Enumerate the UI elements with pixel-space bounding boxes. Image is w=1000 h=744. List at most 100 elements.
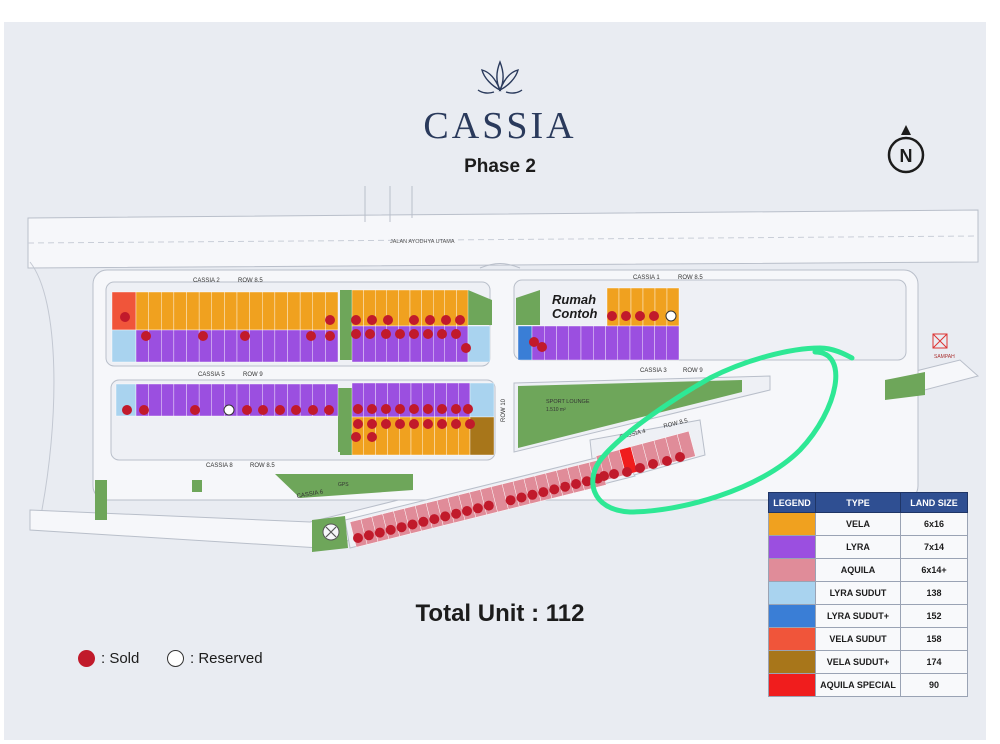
sold-dot bbox=[395, 329, 405, 339]
lot-lyra bbox=[593, 325, 606, 361]
row-vertical-label: ROW 10 bbox=[501, 398, 507, 422]
sw-marker-cross bbox=[325, 526, 337, 538]
sold-dot bbox=[527, 489, 538, 500]
lot-vela bbox=[262, 291, 276, 331]
sold-dot bbox=[383, 315, 393, 325]
lot-lyra bbox=[173, 383, 187, 417]
sold-dot bbox=[437, 404, 447, 414]
sold-dot bbox=[395, 404, 405, 414]
sold-dot bbox=[325, 315, 335, 325]
sold-dot bbox=[242, 405, 252, 415]
green-corner-ne bbox=[885, 372, 925, 400]
rumah-contoh-line2: Contoh bbox=[552, 306, 598, 321]
main-road-median bbox=[27, 235, 979, 244]
sold-dot bbox=[560, 481, 571, 492]
main-road-label: JALAN AYODHYA UTAMA bbox=[390, 239, 455, 245]
sold-dot bbox=[441, 315, 451, 325]
sold-dot bbox=[409, 419, 419, 429]
street-label-cassia-1: CASSIA 1 bbox=[633, 275, 660, 281]
sold-dot bbox=[451, 329, 461, 339]
garbage-label: SAMPAH bbox=[934, 354, 955, 360]
status-dot-layer bbox=[120, 310, 685, 543]
sold-dot bbox=[381, 404, 391, 414]
lot-vela bbox=[398, 289, 411, 327]
sold-dot bbox=[505, 495, 516, 506]
lot-lyra bbox=[161, 329, 175, 363]
lot-vela bbox=[211, 291, 225, 331]
roundabout-road bbox=[479, 263, 521, 269]
legend-land-size: 6x16 bbox=[900, 512, 968, 536]
sold-dot bbox=[385, 524, 396, 535]
sold-dot bbox=[571, 479, 581, 489]
sold-dot bbox=[351, 315, 361, 325]
green-gap-c5 bbox=[338, 388, 352, 452]
lot-lyra bbox=[287, 329, 301, 363]
sold-dot bbox=[275, 405, 285, 415]
sold-dot bbox=[423, 419, 433, 429]
sold-dot bbox=[437, 419, 447, 429]
lot-vela bbox=[299, 291, 313, 331]
sold-dot bbox=[381, 329, 391, 339]
sold-dot bbox=[374, 527, 385, 538]
sold-dot bbox=[609, 469, 619, 479]
sold-dot bbox=[258, 405, 268, 415]
street-row-cassia-3: ROW 9 bbox=[683, 368, 703, 374]
brand-logo-icon bbox=[477, 60, 523, 94]
sold-dot bbox=[423, 404, 433, 414]
legend-swatch bbox=[768, 512, 816, 536]
sold-dot bbox=[463, 404, 473, 414]
lot-vela bbox=[249, 291, 263, 331]
sold-dot bbox=[440, 511, 451, 522]
sold-dot bbox=[325, 331, 335, 341]
rumah-contoh-line1: Rumah bbox=[552, 292, 597, 307]
west-road bbox=[29, 261, 55, 521]
lot-lyra bbox=[211, 329, 225, 363]
sold-dot-icon bbox=[78, 650, 95, 667]
sold-dot bbox=[363, 530, 374, 541]
sold-dot bbox=[367, 419, 377, 429]
sold-dot bbox=[381, 419, 391, 429]
reserved-dot bbox=[665, 310, 677, 322]
sold-dot bbox=[367, 432, 377, 442]
rth-area bbox=[275, 474, 413, 498]
sold-dot bbox=[198, 331, 208, 341]
north-road bbox=[364, 186, 413, 222]
street-label-cassia-3: CASSIA 3 bbox=[640, 368, 667, 374]
sold-dot bbox=[139, 405, 149, 415]
street-row-cassia-8: ROW 8.5 bbox=[250, 463, 275, 469]
street-label-cassia-6: CASSIA 6 bbox=[296, 489, 324, 500]
legend-swatch bbox=[768, 673, 816, 697]
sold-dot bbox=[409, 315, 419, 325]
sold-dot bbox=[648, 459, 658, 469]
lot-lyra bbox=[198, 383, 212, 417]
lot-lyra bbox=[568, 325, 582, 361]
sold-dot bbox=[662, 456, 672, 466]
lot-lyra bbox=[148, 383, 162, 417]
reserved-dot bbox=[223, 404, 235, 416]
lot-vela bbox=[173, 291, 187, 331]
legend-header-row: LEGEND TYPE LAND SIZE bbox=[768, 492, 968, 513]
sold-dot bbox=[365, 329, 375, 339]
sold-key: : Sold bbox=[78, 650, 139, 667]
lot-vela bbox=[312, 291, 326, 331]
sport-lounge-area bbox=[518, 380, 742, 448]
legend-land-size: 6x14+ bbox=[900, 558, 968, 582]
street-row-cassia-4: ROW 8.5 bbox=[663, 418, 689, 430]
legend-swatch bbox=[768, 535, 816, 559]
green-edge-west-2 bbox=[192, 480, 202, 492]
green-median-1 bbox=[340, 290, 352, 360]
sold-dot bbox=[455, 315, 465, 325]
lot-layer bbox=[111, 287, 696, 548]
sold-dot bbox=[451, 419, 461, 429]
legend-swatch bbox=[768, 650, 816, 674]
sold-dot bbox=[429, 514, 440, 525]
lot-vela bbox=[224, 291, 238, 331]
sold-dot bbox=[141, 331, 151, 341]
